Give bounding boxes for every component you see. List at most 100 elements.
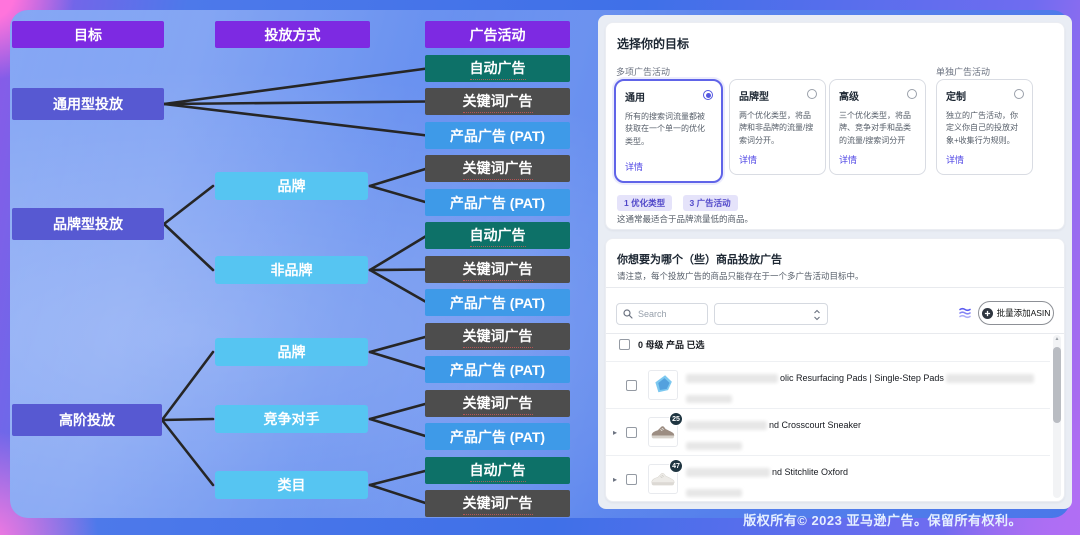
layered-waves-icon[interactable] (958, 306, 972, 325)
product-checkbox[interactable] (626, 474, 637, 485)
product-text: olic Resurfacing Pads | Single-Step Pads (686, 373, 1034, 408)
divider (606, 333, 1064, 334)
details-link[interactable]: 详情 (739, 155, 758, 165)
single-campaign-group-label: 单独广告活动 (936, 67, 991, 77)
radio-icon[interactable] (907, 89, 917, 99)
goal-card-general[interactable]: 通用 所有的搜索词流量都被获取在一个单一的优化类型。 详情 (614, 79, 723, 183)
goal-section-title: 选择你的目标 (617, 37, 690, 51)
product-title-fragment: nd Crosscourt Sneaker (769, 420, 862, 430)
flow-campaign-auto: 自动广告 (425, 222, 570, 249)
product-checkbox[interactable] (626, 427, 637, 438)
radio-icon[interactable] (807, 89, 817, 99)
product-section-title: 你想要为哪个（些）商品投放广告 (617, 254, 782, 266)
scrollbar-thumb[interactable] (1053, 347, 1061, 423)
product-thumbnail-taupe-sneaker: 25 (648, 412, 683, 447)
flowchart: 目标 投放方式 广告活动 通用型投放 品牌型投放 高阶投放 品牌 非品牌 品牌 … (12, 21, 570, 517)
flow-method-competitors: 竞争对手 (215, 405, 368, 433)
product-selection-card: 你想要为哪个（些）商品投放广告 请注意，每个投放广告的商品只能存在于一个多广告活… (605, 238, 1065, 502)
goal-card-description: 所有的搜索词流量都被获取在一个单一的优化类型。 (625, 112, 705, 146)
radio-icon[interactable] (1014, 89, 1024, 99)
expand-caret-icon[interactable]: ▸ (613, 475, 618, 484)
flow-campaign-pat: 产品广告 (PAT) (425, 356, 570, 383)
details-link[interactable]: 详情 (625, 162, 644, 172)
product-thumbnail-white-sneaker: 47 (648, 459, 683, 494)
flow-goal-brand: 品牌型投放 (12, 208, 164, 240)
redacted-text (686, 395, 732, 403)
search-input[interactable] (638, 309, 698, 319)
flow-campaign-auto: 自动广告 (425, 55, 570, 82)
details-link[interactable]: 详情 (839, 155, 858, 165)
flow-goal-advanced: 高阶投放 (12, 404, 162, 436)
goal-note: 这通常最适合于品牌流量低的商品。 (617, 214, 754, 224)
flow-campaign-keyword: 关键词广告 (425, 256, 570, 283)
copyright-text: 版权所有© 2023 亚马逊广告。保留所有权利。 (743, 513, 1022, 528)
product-row[interactable]: olic Resurfacing Pads | Single-Step Pads (606, 361, 1050, 408)
product-checkbox[interactable] (626, 380, 637, 391)
goal-card-description: 独立的广告活动，你定义你自己的投放对象+收集行为规则。 (946, 111, 1018, 145)
goal-card-brand[interactable]: 品牌型 两个优化类型，将品牌和非品牌的流量/搜索词分开。 详情 (729, 79, 826, 175)
goal-card-title: 品牌型 (739, 92, 769, 103)
bulk-add-asin-label: 批量添加ASIN (996, 308, 1051, 318)
goal-card-advanced[interactable]: 高级 三个优化类型，将品牌、竞争对手和品类的流量/搜索词分开 详情 (829, 79, 926, 175)
filter-select[interactable] (714, 303, 828, 325)
expand-caret-icon[interactable]: ▸ (613, 428, 618, 437)
redacted-text (686, 467, 770, 477)
selection-summary: 0 母级 产品 已选 (638, 340, 705, 350)
flow-campaign-keyword: 关键词广告 (425, 323, 570, 350)
redacted-text (945, 373, 1034, 383)
amazon-ads-panel: 选择你的目标 多项广告活动 单独广告活动 通用 所有的搜索词流量都被获取在一个单… (598, 15, 1072, 509)
flow-method-brand-2: 品牌 (215, 338, 368, 366)
redacted-text (686, 373, 778, 383)
product-title-fragment: olic Resurfacing Pads | Single-Step Pads (780, 373, 944, 383)
variant-count-badge: 47 (669, 459, 683, 473)
product-text: nd Stitchlite Oxford (686, 467, 850, 502)
divider (606, 287, 1064, 288)
flow-campaign-pat: 产品广告 (PAT) (425, 423, 570, 450)
optimization-type-tag: 1 优化类型 (617, 195, 673, 211)
product-text: nd Crosscourt Sneaker (686, 420, 863, 455)
campaign-count-tag: 3 广告活动 (682, 195, 738, 211)
product-thumbnail-blue-pads (648, 370, 678, 400)
radio-selected-icon[interactable] (703, 90, 713, 100)
product-row[interactable]: ▸ 25 nd Crosscourt Sneaker (606, 408, 1050, 455)
product-title-fragment: nd Stitchlite Oxford (772, 467, 849, 477)
flow-campaign-keyword: 关键词广告 (425, 490, 570, 517)
column-header-campaign: 广告活动 (425, 21, 570, 48)
select-all-checkbox[interactable] (619, 339, 630, 350)
details-link[interactable]: 详情 (946, 155, 965, 165)
goal-selection-card: 选择你的目标 多项广告活动 单独广告活动 通用 所有的搜索词流量都被获取在一个单… (605, 22, 1065, 230)
flow-campaign-keyword: 关键词广告 (425, 155, 570, 182)
multi-campaign-group-label: 多项广告活动 (616, 67, 671, 77)
flow-campaign-keyword: 关键词广告 (425, 88, 570, 115)
flow-method-brand-1: 品牌 (215, 172, 368, 200)
circle-plus-icon (981, 307, 993, 319)
flow-campaign-auto: 自动广告 (425, 457, 570, 484)
flow-campaign-pat: 产品广告 (PAT) (425, 289, 570, 316)
flow-campaign-pat: 产品广告 (PAT) (425, 122, 570, 149)
redacted-text (686, 442, 742, 450)
product-search-box[interactable] (616, 303, 708, 325)
flow-method-category: 类目 (215, 471, 368, 499)
scrollbar-up-arrow[interactable]: ▲ (1054, 336, 1060, 342)
redacted-text (686, 420, 767, 430)
flow-campaign-keyword: 关键词广告 (425, 390, 570, 417)
column-header-method: 投放方式 (215, 21, 370, 48)
goal-card-title: 定制 (946, 92, 966, 103)
goal-card-description: 三个优化类型，将品牌、竞争对手和品类的流量/搜索词分开 (839, 111, 911, 145)
product-row[interactable]: ▸ 47 nd Stitchlite Oxford (606, 455, 1050, 501)
flow-method-nonbrand: 非品牌 (215, 256, 368, 284)
column-header-goal: 目标 (12, 21, 164, 48)
up-down-stepper-icon (814, 309, 820, 321)
goal-card-title: 通用 (625, 93, 645, 104)
goal-card-custom[interactable]: 定制 独立的广告活动，你定义你自己的投放对象+收集行为规则。 详情 (936, 79, 1033, 175)
flow-goal-general: 通用型投放 (12, 88, 164, 120)
goal-card-title: 高级 (839, 92, 859, 103)
redacted-text (686, 489, 742, 497)
product-section-note: 请注意，每个投放广告的商品只能存在于一个多广告活动目标中。 (617, 271, 864, 281)
goal-card-description: 两个优化类型，将品牌和非品牌的流量/搜索词分开。 (739, 111, 814, 145)
search-icon (623, 309, 633, 319)
flow-campaign-pat: 产品广告 (PAT) (425, 189, 570, 216)
variant-count-badge: 25 (669, 412, 683, 426)
bulk-add-asin-button[interactable]: 批量添加ASIN (978, 301, 1054, 325)
